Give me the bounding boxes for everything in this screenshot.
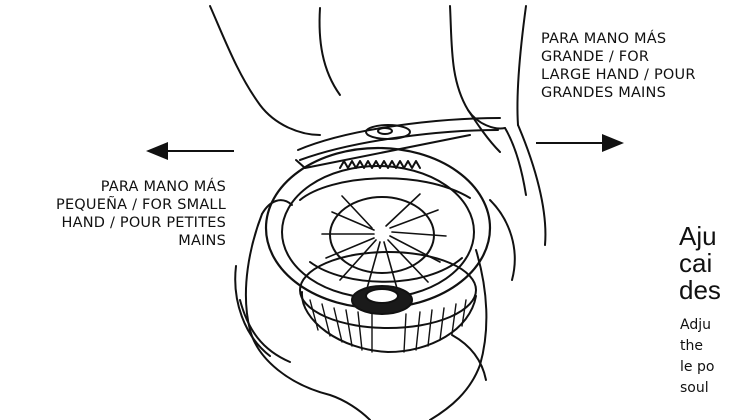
smaller-hand-label: PARA MANO MÁS PEQUEÑA / FOR SMALL HAND /…: [0, 178, 226, 250]
arrow-right-icon: [534, 132, 626, 154]
section-heading-fragment: Aju cai des: [679, 223, 721, 304]
arrow-left-icon: [144, 140, 236, 162]
larger-hand-label: PARA MANO MÁS GRANDE / FOR LARGE HAND / …: [541, 30, 696, 102]
body-text-fragment: Adju the le po soul: [680, 315, 714, 399]
